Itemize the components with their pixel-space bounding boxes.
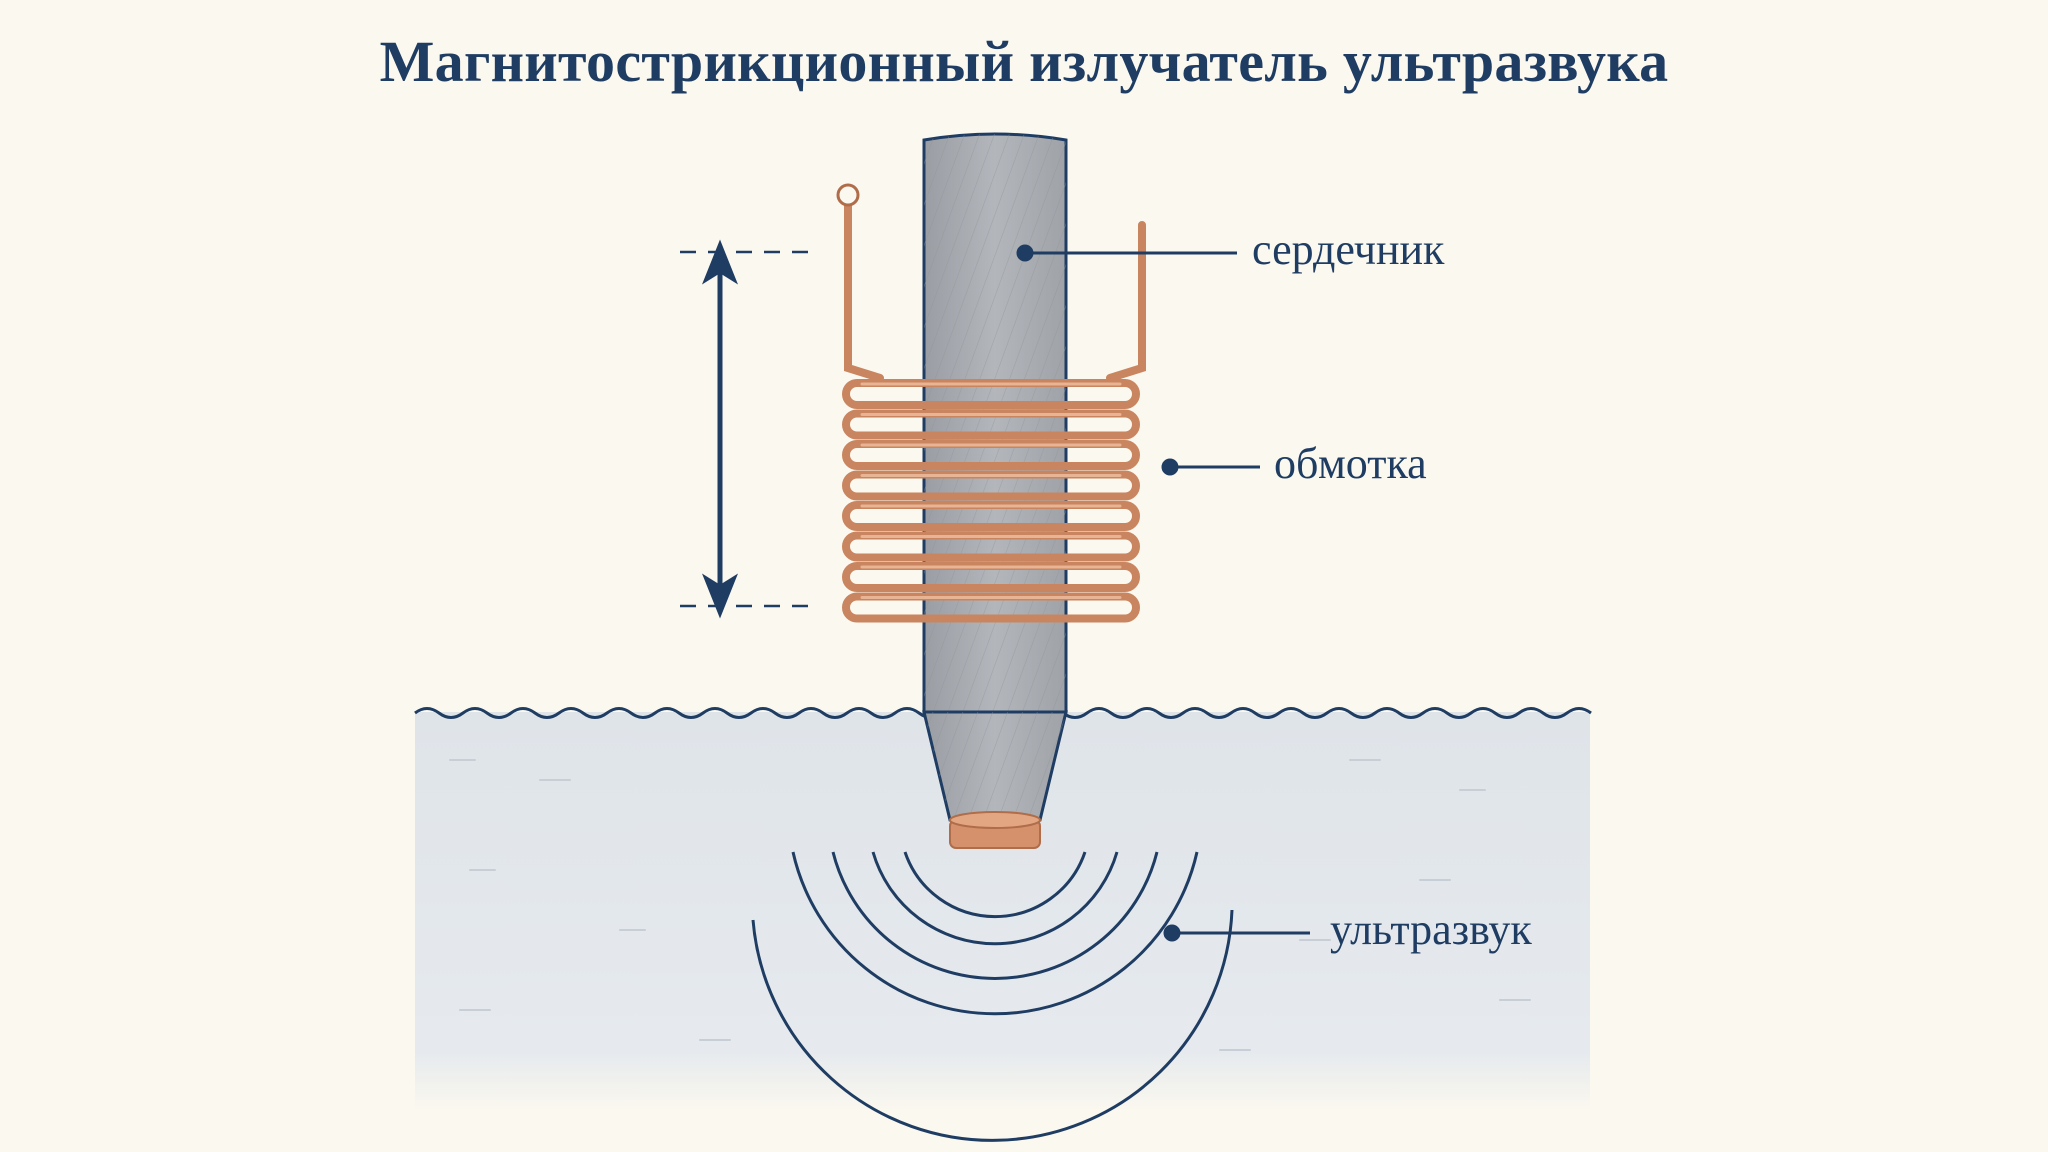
winding-label: обмотка [1274, 439, 1427, 488]
core-label: сердечник [1252, 225, 1445, 274]
core-rod [922, 132, 1068, 849]
terminal-ring [836, 183, 860, 207]
leader-lines [1016, 244, 1310, 942]
winding-coil [836, 183, 1146, 623]
length-dimension [680, 239, 815, 619]
page-title: Магнитострикционный излучатель ультразву… [379, 29, 1669, 94]
ultrasound-waves [751, 851, 1234, 1142]
ultrasound-label: ультразвук [1330, 905, 1532, 954]
water-texture [449, 759, 1531, 1051]
